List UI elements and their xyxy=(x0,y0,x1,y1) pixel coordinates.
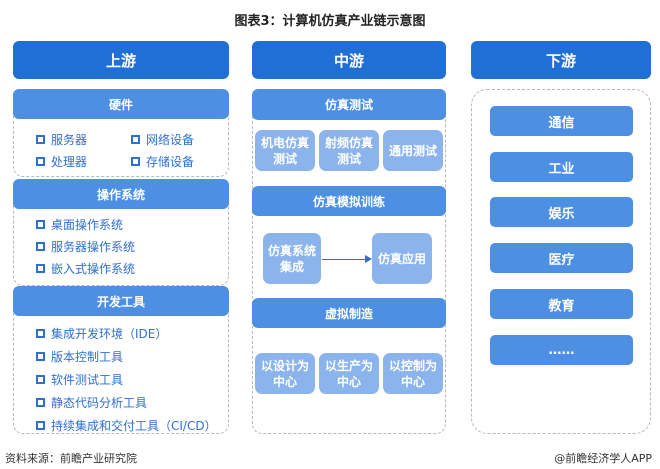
downstream-item: …… xyxy=(490,335,633,365)
downstream-item: 通信 xyxy=(490,106,633,136)
sim-test-item: 射频仿真测试 xyxy=(319,130,379,171)
downstream-item: 娱乐 xyxy=(490,197,633,227)
devtools-header: 开发工具 xyxy=(13,286,229,316)
devtools-item: 持续集成和交付工具（CI/CD） xyxy=(36,417,217,434)
checkbox-icon xyxy=(131,157,140,166)
virtual-mfg-item: 以控制为中心 xyxy=(383,353,443,394)
downstream-item: 教育 xyxy=(490,289,633,319)
hardware-item: 服务器 xyxy=(36,131,87,148)
chart-title: 图表3：计算机仿真产业链示意图 xyxy=(234,14,426,29)
hardware-item: 存储设备 xyxy=(131,153,194,170)
checkbox-icon xyxy=(36,264,45,273)
sim-system-integration: 仿真系统集成 xyxy=(263,233,321,284)
checkbox-icon xyxy=(36,135,45,144)
os-item: 嵌入式操作系统 xyxy=(36,260,135,277)
sim-application: 仿真应用 xyxy=(372,233,432,284)
virtual-mfg-header: 虚拟制造 xyxy=(252,298,446,328)
upstream-header: 上游 xyxy=(13,41,229,79)
virtual-mfg-item: 以生产为中心 xyxy=(319,353,379,394)
sim-test-item: 通用测试 xyxy=(383,130,443,171)
downstream-item: 医疗 xyxy=(490,243,633,273)
arrow-line xyxy=(322,259,366,260)
sim-test-item: 机电仿真测试 xyxy=(255,130,315,171)
sim-training-header: 仿真模拟训练 xyxy=(252,186,446,216)
os-item: 服务器操作系统 xyxy=(36,238,135,255)
devtools-item: 版本控制工具 xyxy=(36,348,123,365)
checkbox-icon xyxy=(36,352,45,361)
checkbox-icon xyxy=(131,135,140,144)
downstream-item: 工业 xyxy=(490,152,633,182)
source-note: 资料来源：前瞻产业研究院 xyxy=(5,452,137,465)
devtools-item: 静态代码分析工具 xyxy=(36,394,147,411)
checkbox-icon xyxy=(36,398,45,407)
virtual-mfg-item: 以设计为中心 xyxy=(255,353,315,394)
hardware-item: 处理器 xyxy=(36,153,87,170)
checkbox-icon xyxy=(36,242,45,251)
arrow-right-icon xyxy=(365,255,372,263)
devtools-item: 软件测试工具 xyxy=(36,371,123,388)
sim-test-header: 仿真测试 xyxy=(252,89,446,120)
checkbox-icon xyxy=(36,220,45,229)
downstream-header: 下游 xyxy=(471,41,651,79)
hardware-header: 硬件 xyxy=(13,89,229,119)
os-header: 操作系统 xyxy=(13,179,229,209)
checkbox-icon xyxy=(36,375,45,384)
downstream-box xyxy=(471,89,651,434)
checkbox-icon xyxy=(36,421,45,430)
credit-note: @前瞻经济学人APP xyxy=(554,452,652,465)
checkbox-icon xyxy=(36,157,45,166)
devtools-item: 集成开发环境（IDE） xyxy=(36,325,167,342)
midstream-header: 中游 xyxy=(252,41,446,79)
checkbox-icon xyxy=(36,329,45,338)
hardware-item: 网络设备 xyxy=(131,131,194,148)
os-item: 桌面操作系统 xyxy=(36,216,123,233)
